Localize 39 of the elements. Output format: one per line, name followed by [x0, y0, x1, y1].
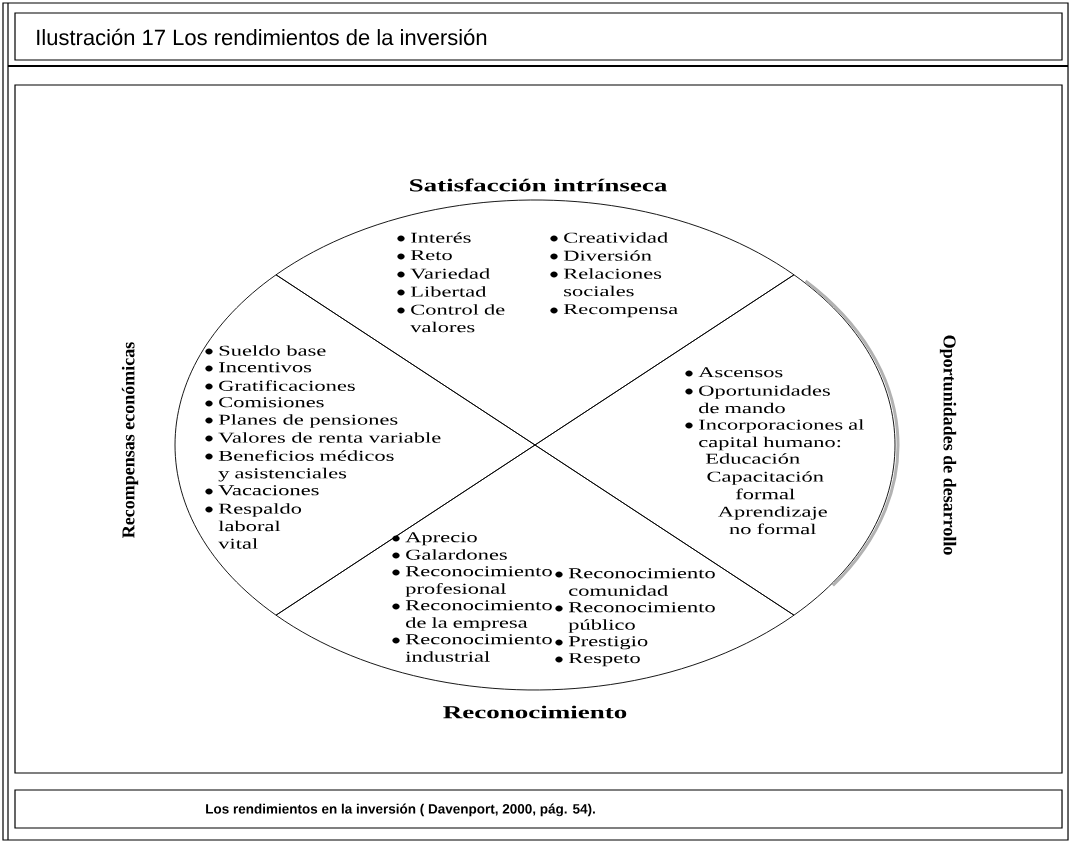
bullet-item: Respeto	[555, 653, 640, 667]
bullet-item: Planes de pensiones	[205, 414, 398, 428]
bullet-item: Reconocimiento comunidad	[555, 568, 715, 596]
bullet-item: Reto	[397, 250, 452, 261]
bullet-item: Reconocimiento industrial	[392, 634, 552, 662]
bullet-item: Variedad	[397, 268, 490, 279]
sector-heading: Oportunidades de desarrollo	[939, 335, 957, 555]
list-item: Capacitación formal	[707, 471, 824, 500]
bullet-item: Reconocimiento profesional	[392, 566, 552, 597]
sector-heading: Reconocimiento	[443, 705, 627, 719]
bullet-item: Recompensa	[550, 304, 678, 318]
bullet-item: Aprecio	[392, 532, 477, 546]
bullet-item: Reconocimiento de la empresa	[392, 600, 552, 631]
bullet-item: Creatividad	[550, 232, 668, 243]
caption-box: Los rendimientos en la inversión ( Davenport, 2000, pág. 54).	[14, 789, 1063, 829]
list-item: Educación	[705, 453, 800, 464]
list-item: Aprendizaje no formal	[717, 506, 827, 535]
bullet-item: Respaldo laboral vital	[205, 503, 302, 549]
bullet-item: Diversión	[550, 250, 652, 261]
bullet-item: Interés	[397, 232, 471, 243]
bullet-item: Galardones	[392, 549, 507, 560]
bullet-item: Incorporaciones al capital humano:	[685, 419, 864, 451]
bullet-item: Beneficios médicos y asistenciales	[205, 450, 394, 482]
bullet-item: Relaciones sociales	[550, 268, 662, 297]
bullet-item: Gratificaciones	[205, 380, 355, 391]
sector-heading: Satisfacción intrínseca	[410, 178, 667, 192]
bullet-item: Control de valores	[397, 304, 505, 333]
title-box: Ilustración 17 Los rendimientos de la inversión	[14, 12, 1063, 61]
bullet-item: Ascensos	[685, 367, 783, 378]
bullet-item: Oportunidades de mando	[685, 385, 830, 414]
bullet-item: Incentivos	[205, 362, 312, 373]
sector-heading: Recompensas económicas	[121, 342, 139, 538]
bullet-item: Reconocimiento público	[555, 602, 715, 633]
bullet-item: Valores de renta variable	[205, 432, 441, 443]
bullet-item: Vacaciones	[205, 485, 319, 496]
bullet-item: Prestigio	[555, 636, 648, 650]
bullet-item: Libertad	[397, 286, 487, 297]
bullet-item: Comisiones	[205, 397, 324, 408]
bullet-item: Sueldo base	[205, 345, 326, 356]
